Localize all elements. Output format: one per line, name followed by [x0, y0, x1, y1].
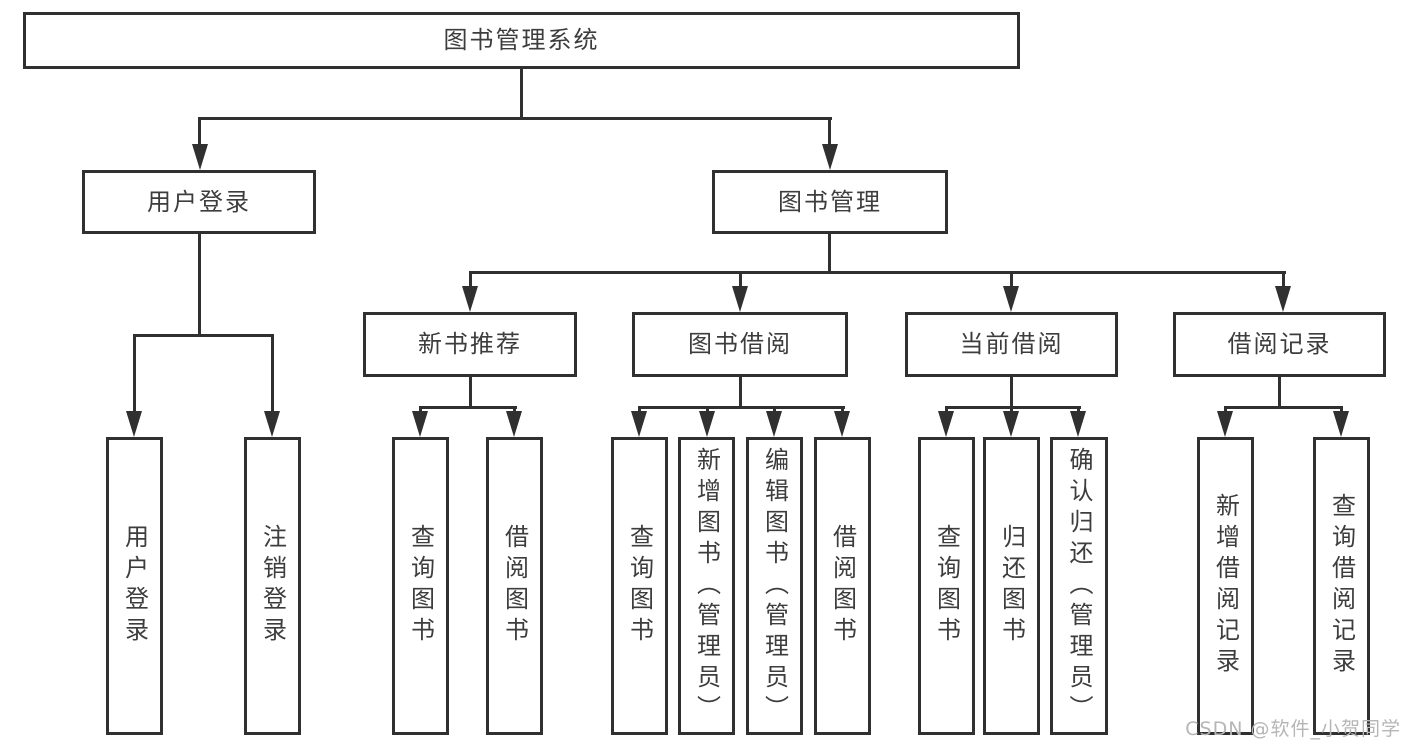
arrow-down-icon [1003, 286, 1019, 312]
node-add-book-admin: 新增图书（管理员） [678, 437, 735, 735]
leaf-label: 编辑图书（管理员） [760, 446, 789, 726]
connector-book-borrow-stem [739, 377, 742, 408]
arrow-down-icon [506, 411, 522, 437]
connector-to-login [133, 334, 136, 414]
node-borrow-record: 借阅记录 [1173, 312, 1386, 377]
arrow-down-icon [412, 411, 428, 437]
connector-book-borrow-rail [638, 406, 845, 409]
connector-user-login-rail [133, 334, 274, 337]
arrow-down-icon [462, 286, 478, 312]
node-query-borrow-record: 查询借阅记录 [1313, 437, 1370, 735]
node-query-book-1: 查询图书 [392, 437, 449, 735]
leaf-label: 确认归还（管理员） [1065, 446, 1093, 726]
connector-new-book-stem [469, 377, 472, 408]
leaf-label: 新增借阅记录 [1211, 493, 1240, 679]
leaf-label: 查询图书 [625, 524, 654, 648]
arrow-down-icon [126, 411, 142, 437]
arrow-down-icon [834, 411, 850, 437]
arrow-down-icon [1217, 411, 1233, 437]
node-query-book-3: 查询图书 [918, 437, 975, 735]
node-edit-book-admin: 编辑图书（管理员） [746, 437, 803, 735]
connector-current-borrow-stem [1010, 377, 1013, 408]
node-user-login: 用户登录 [82, 170, 316, 234]
node-library-management-system: 图书管理系统 [23, 12, 1020, 69]
connector-user-login-stem [198, 234, 201, 336]
leaf-label: 借阅图书 [500, 524, 529, 648]
leaf-label: 借阅图书 [828, 524, 857, 648]
node-current-borrow: 当前借阅 [905, 312, 1118, 377]
leaf-label: 新增图书（管理员） [692, 446, 721, 726]
arrow-down-icon [732, 286, 748, 312]
arrow-down-icon [631, 411, 647, 437]
node-book-management: 图书管理 [712, 170, 948, 234]
connector-root-stem [520, 68, 523, 120]
arrow-down-icon [822, 144, 838, 170]
node-new-book-recommend: 新书推荐 [363, 312, 577, 377]
connector-to-logout [271, 334, 274, 414]
leaf-label: 查询图书 [932, 524, 961, 648]
node-book-borrow: 图书借阅 [632, 312, 848, 377]
leaf-label: 查询借阅记录 [1327, 493, 1356, 679]
node-borrow-book-2: 借阅图书 [814, 437, 871, 735]
arrow-down-icon [1275, 286, 1291, 312]
connector-to-borrow-record [1282, 271, 1285, 293]
arrow-down-icon [1003, 411, 1019, 437]
connector-root-rail [198, 117, 832, 120]
arrow-down-icon [699, 411, 715, 437]
node-add-borrow-record: 新增借阅记录 [1197, 437, 1254, 735]
connector-book-mgmt-stem [828, 234, 831, 274]
connector-new-book-rail [419, 406, 517, 409]
connector-to-new-book [469, 271, 472, 293]
node-confirm-return-admin: 确认归还（管理员） [1050, 437, 1108, 735]
connector-to-book-borrow [739, 271, 742, 293]
leaf-label: 查询图书 [406, 524, 435, 648]
leaf-label: 归还图书 [997, 524, 1026, 648]
connector-to-book-management [828, 117, 831, 147]
node-borrow-book-1: 借阅图书 [486, 437, 543, 735]
node-user-login-leaf: 用户登录 [106, 437, 163, 735]
node-logout: 注销登录 [244, 437, 301, 735]
connector-to-user-login [198, 117, 201, 147]
connector-current-borrow-rail [945, 406, 1081, 409]
node-return-book: 归还图书 [983, 437, 1040, 735]
arrow-down-icon [938, 411, 954, 437]
connector-borrow-record-stem [1278, 377, 1281, 408]
arrow-down-icon [192, 144, 208, 170]
leaf-label: 用户登录 [120, 524, 149, 648]
node-query-book-2: 查询图书 [611, 437, 668, 735]
arrow-down-icon [766, 411, 782, 437]
connector-book-mgmt-rail [469, 271, 1286, 274]
connector-to-current-borrow [1010, 271, 1013, 293]
arrow-down-icon [1333, 411, 1349, 437]
connector-borrow-record-rail [1224, 406, 1343, 409]
csdn-watermark: CSDN @软件_小贺同学 [1185, 718, 1401, 740]
arrow-down-icon [264, 411, 280, 437]
leaf-label: 注销登录 [258, 524, 287, 648]
arrow-down-icon [1070, 411, 1086, 437]
